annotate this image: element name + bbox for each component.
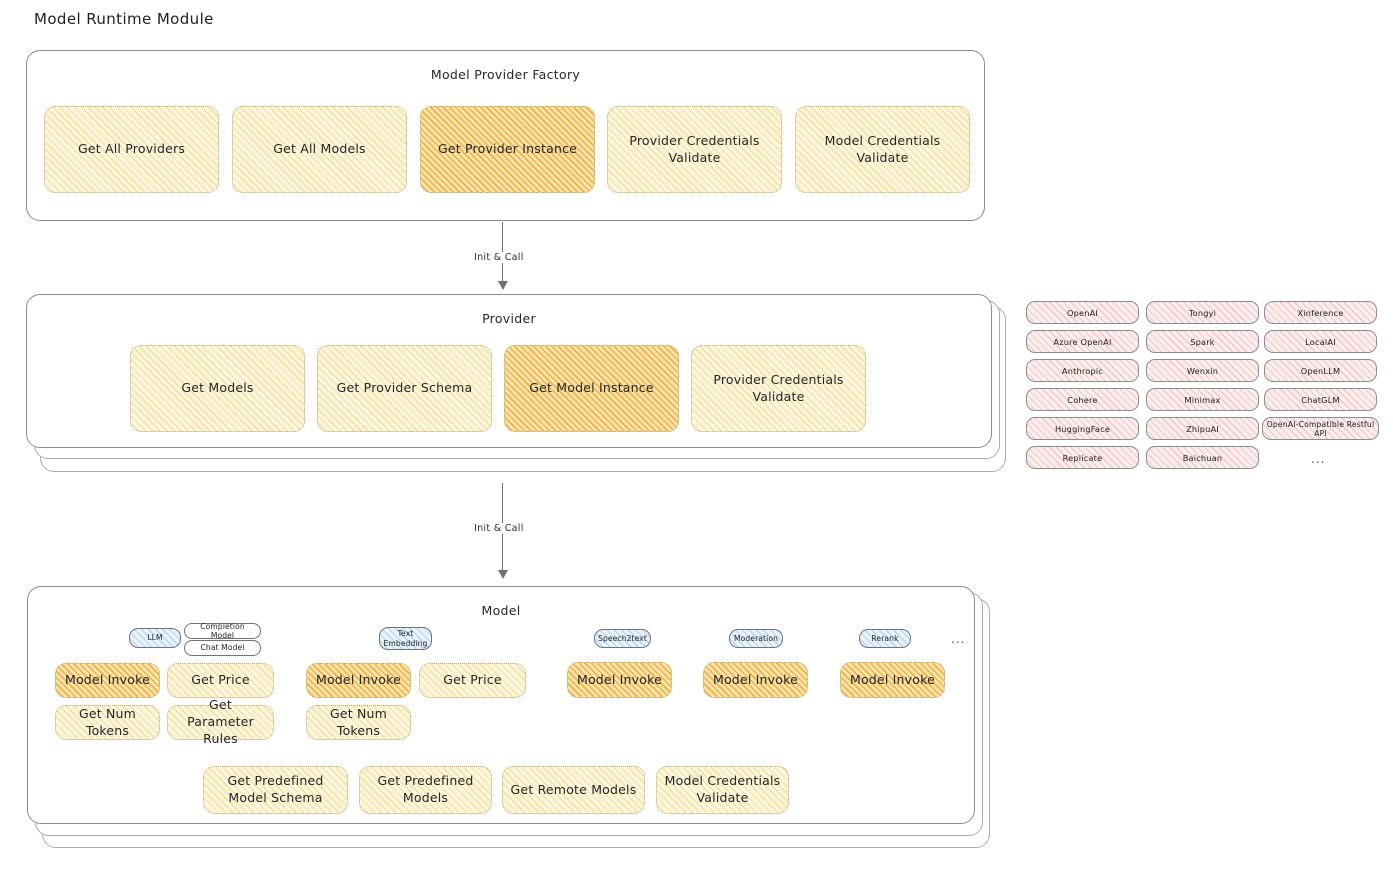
provider-pill-minimax[interactable]: Minimax: [1146, 388, 1259, 411]
op-rerank-model-invoke[interactable]: Model Invoke: [840, 662, 945, 698]
provider-pill-cohere[interactable]: Cohere: [1026, 388, 1139, 411]
provider-pill-localai[interactable]: LocalAI: [1264, 330, 1377, 353]
arrow-provider-to-model-head: [498, 570, 508, 579]
model-subtype-badge-chat-model[interactable]: Chat Model: [184, 640, 261, 656]
op-get-provider-instance[interactable]: Get Provider Instance: [420, 106, 595, 193]
provider-pill-replicate[interactable]: Replicate: [1026, 446, 1139, 469]
model-subtype-badge-completion-model[interactable]: Completion Model: [184, 622, 261, 640]
op-model-credentials-validate-2[interactable]: Model Credentials Validate: [656, 766, 789, 814]
op-llm-get-parameter-rules[interactable]: Get Parameter Rules: [167, 697, 274, 746]
provider-pill-baichuan[interactable]: Baichuan: [1146, 446, 1259, 469]
provider-pill-xinference[interactable]: Xinference: [1264, 301, 1377, 324]
model-type-badge-rerank[interactable]: Rerank: [859, 629, 911, 648]
provider-pill-openai-compatible-restful-api[interactable]: OpenAI-Compatible Restful API: [1262, 417, 1379, 440]
provider-pill-huggingface[interactable]: HuggingFace: [1026, 417, 1139, 440]
provider-title: Provider: [482, 311, 536, 326]
provider-pill-openllm[interactable]: OpenLLM: [1264, 359, 1377, 382]
op-get-all-providers[interactable]: Get All Providers: [44, 106, 219, 193]
model-type-badge-llm[interactable]: LLM: [129, 628, 181, 648]
provider-pill-tongyi[interactable]: Tongyi: [1146, 301, 1259, 324]
op-get-models[interactable]: Get Models: [130, 345, 305, 432]
op-llm-model-invoke[interactable]: Model Invoke: [55, 663, 160, 698]
op-moderation-model-invoke[interactable]: Model Invoke: [703, 662, 808, 698]
model-card: Model: [27, 586, 975, 824]
model-type-badge-speech2text[interactable]: Speech2text: [594, 629, 651, 648]
model-type-badge-text-embedding[interactable]: Text Embedding: [379, 627, 432, 650]
op-get-remote-models[interactable]: Get Remote Models: [502, 766, 645, 814]
provider-list-more: ...: [1311, 452, 1326, 466]
model-type-badge-moderation[interactable]: Moderation: [729, 629, 783, 648]
provider-pill-azure-openai[interactable]: Azure OpenAI: [1026, 330, 1139, 353]
op-get-provider-schema[interactable]: Get Provider Schema: [317, 345, 492, 432]
op-speech2text-model-invoke[interactable]: Model Invoke: [567, 662, 672, 698]
op-text-embedding-model-invoke[interactable]: Model Invoke: [306, 663, 411, 698]
op-provider-credentials-validate-2[interactable]: Provider Credentials Validate: [691, 345, 866, 432]
page-title: Model Runtime Module: [34, 10, 214, 28]
op-text-embedding-get-price[interactable]: Get Price: [419, 663, 526, 698]
op-llm-get-num-tokens[interactable]: Get Num Tokens: [55, 705, 160, 740]
model-types-more: ...: [951, 632, 966, 646]
model-provider-factory-title: Model Provider Factory: [430, 67, 581, 82]
provider-pill-chatglm[interactable]: ChatGLM: [1264, 388, 1377, 411]
op-text-embedding-get-num-tokens[interactable]: Get Num Tokens: [306, 705, 411, 740]
arrow-factory-to-provider-label: Init & Call: [470, 252, 528, 263]
provider-pill-spark[interactable]: Spark: [1146, 330, 1259, 353]
model-title: Model: [481, 603, 521, 618]
provider-pill-openai[interactable]: OpenAI: [1026, 301, 1139, 324]
op-get-predefined-models[interactable]: Get Predefined Models: [359, 766, 492, 814]
provider-pill-wenxin[interactable]: Wenxin: [1146, 359, 1259, 382]
op-llm-get-price[interactable]: Get Price: [167, 663, 274, 698]
op-get-model-instance[interactable]: Get Model Instance: [504, 345, 679, 432]
provider-pill-anthropic[interactable]: Anthropic: [1026, 359, 1139, 382]
op-get-all-models[interactable]: Get All Models: [232, 106, 407, 193]
provider-pill-zhipuai[interactable]: ZhipuAI: [1146, 417, 1259, 440]
op-get-predefined-model-schema[interactable]: Get Predefined Model Schema: [203, 766, 348, 814]
op-provider-credentials-validate[interactable]: Provider Credentials Validate: [607, 106, 782, 193]
arrow-factory-to-provider-head: [498, 281, 508, 290]
arrow-provider-to-model-label: Init & Call: [470, 523, 528, 534]
op-model-credentials-validate[interactable]: Model Credentials Validate: [795, 106, 970, 193]
